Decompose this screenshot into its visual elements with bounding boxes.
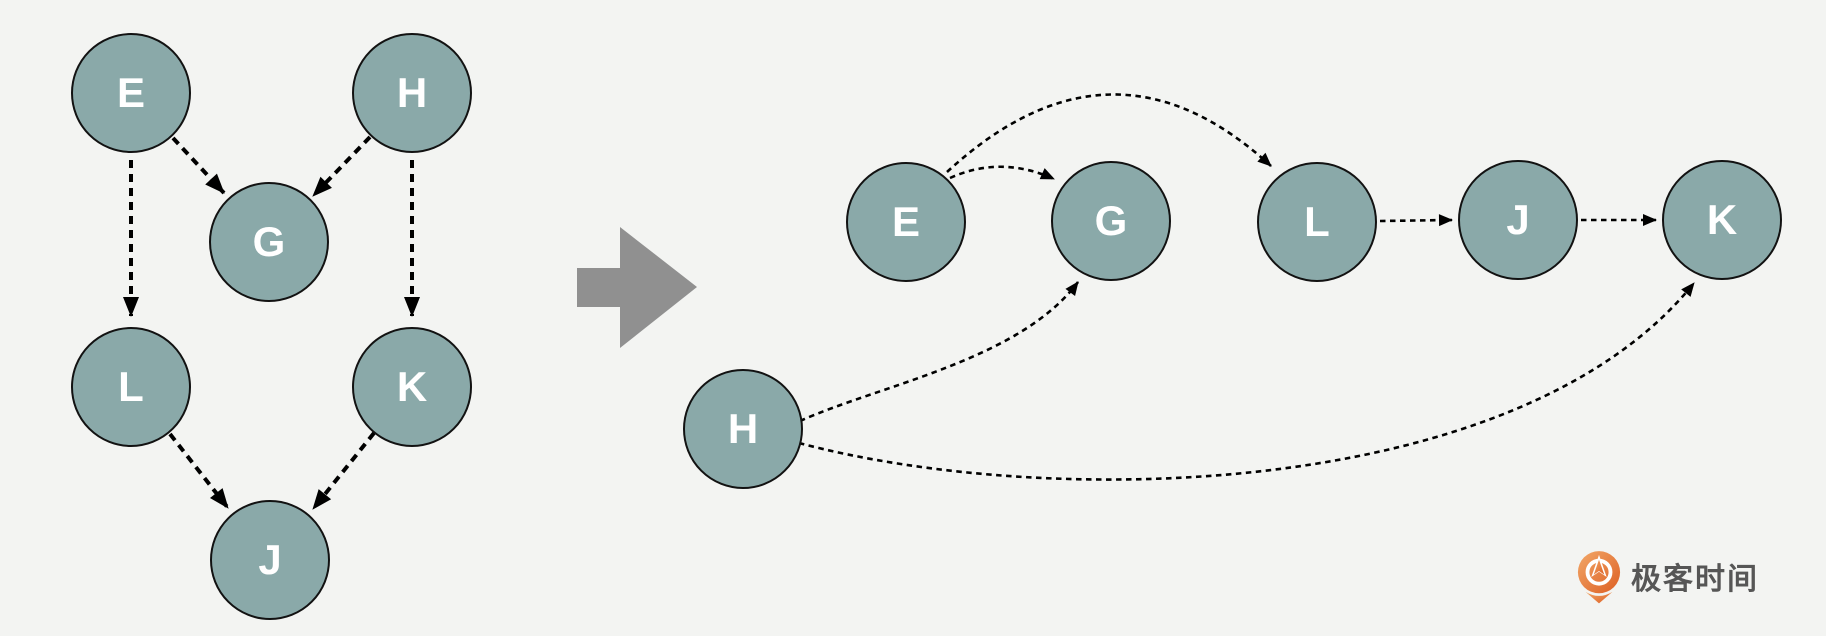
right-graph-node-K: K <box>1662 160 1782 280</box>
right-graph-node-L: L <box>1257 162 1377 282</box>
left-graph-node-E: E <box>71 33 191 153</box>
edge-E-to-G <box>171 136 226 195</box>
logo-text: 极客时间 <box>1631 563 1759 596</box>
logo-pin-circle <box>1577 551 1621 594</box>
edge-L-to-J <box>168 432 230 510</box>
logo-pin-tail <box>1585 591 1613 604</box>
right-graph-node-E: E <box>846 162 966 282</box>
right-graph-node-G: G <box>1051 161 1171 281</box>
logo: 极客时间 <box>1576 548 1759 604</box>
edge-E-to-L <box>946 93 1272 173</box>
right-graph-node-J: J <box>1458 160 1578 280</box>
left-graph-node-J: J <box>210 500 330 620</box>
left-graph-edges <box>123 135 420 511</box>
left-graph-node-H: H <box>352 33 472 153</box>
right-graph-node-H: H <box>683 369 803 489</box>
transform-arrow <box>577 227 697 348</box>
edge-E-to-G <box>949 165 1055 181</box>
edge-H-to-G <box>799 281 1080 423</box>
edge-H-to-K <box>798 282 1696 481</box>
edge-K-to-J <box>311 431 376 511</box>
right-graph-edges <box>798 93 1696 481</box>
edge-L-to-J <box>1379 214 1453 227</box>
left-graph-node-L: L <box>71 327 191 447</box>
edge-H-to-G <box>311 135 372 198</box>
geektime-logo-icon <box>1577 551 1621 604</box>
left-graph-node-K: K <box>352 327 472 447</box>
left-graph-node-G: G <box>209 182 329 302</box>
logo-needle <box>1593 559 1605 575</box>
